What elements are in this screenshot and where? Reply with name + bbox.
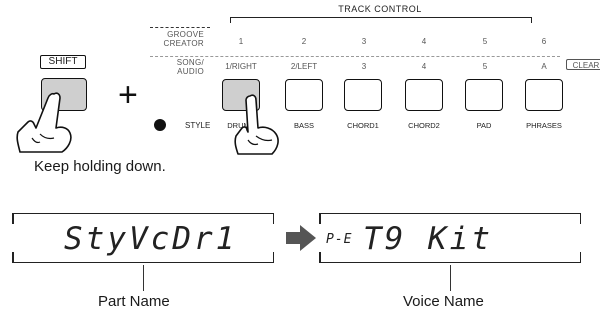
part-name-pointer — [143, 265, 144, 291]
row-separator — [150, 56, 560, 57]
song-label-5: 5 — [482, 62, 488, 71]
style-label: STYLE — [185, 121, 211, 130]
instruction-text: Keep holding down. — [34, 158, 166, 175]
voice-name-value: T9 Kit — [363, 221, 493, 257]
voice-prefix-value: P-E — [326, 232, 353, 247]
track-label-chord2: CHORD2 — [408, 121, 440, 130]
track-button-phrases[interactable] — [525, 79, 563, 111]
song-label-3: 3 — [361, 62, 367, 71]
track-button-chord2[interactable] — [405, 79, 443, 111]
song-label-4: 4 — [421, 62, 427, 71]
lcd-part-name: StyVcDr1 — [12, 213, 274, 263]
song-audio-label: SONG/ AUDIO — [176, 58, 204, 76]
lcd-voice-name: P-E T9 Kit — [319, 213, 581, 263]
style-indicator-dot — [154, 119, 166, 131]
groove-number-1: 1 — [238, 37, 244, 46]
part-name-value: StyVcDr1 — [64, 221, 238, 257]
groove-number-4: 4 — [421, 37, 427, 46]
voice-name-pointer — [450, 265, 451, 291]
track-control-header: TRACK CONTROL — [225, 4, 535, 14]
plus-sign: + — [118, 76, 138, 114]
track-button-chord1[interactable] — [344, 79, 382, 111]
groove-number-6: 6 — [541, 37, 547, 46]
track-label-bass: BASS — [293, 121, 314, 130]
arrow-right-icon — [286, 225, 316, 251]
track-label-drums: DRUMS — [227, 121, 255, 130]
hand-pointer-icon — [16, 92, 72, 153]
voice-name-caption: Voice Name — [403, 293, 484, 310]
groove-creator-label: GROOVE CREATOR — [163, 30, 204, 48]
groove-number-3: 3 — [361, 37, 367, 46]
hand-pointer-icon — [234, 94, 279, 155]
track-control-title: TRACK CONTROL — [338, 4, 422, 14]
song-label-2: 2/LEFT — [290, 62, 318, 71]
song-label-1: 1/RIGHT — [225, 62, 257, 71]
clear-label: CLEAR — [566, 59, 600, 70]
track-label-pad: PAD — [476, 121, 492, 130]
track-label-chord1: CHORD1 — [347, 121, 379, 130]
groove-number-2: 2 — [301, 37, 307, 46]
groove-dashed-line — [150, 27, 210, 28]
track-button-pad[interactable] — [465, 79, 503, 111]
track-control-bracket — [230, 17, 532, 23]
song-label-6: A — [541, 62, 547, 71]
groove-number-5: 5 — [482, 37, 488, 46]
track-button-bass[interactable] — [285, 79, 323, 111]
track-label-phrases: PHRASES — [526, 121, 562, 130]
shift-label: SHIFT — [40, 55, 86, 69]
part-name-caption: Part Name — [98, 293, 170, 310]
